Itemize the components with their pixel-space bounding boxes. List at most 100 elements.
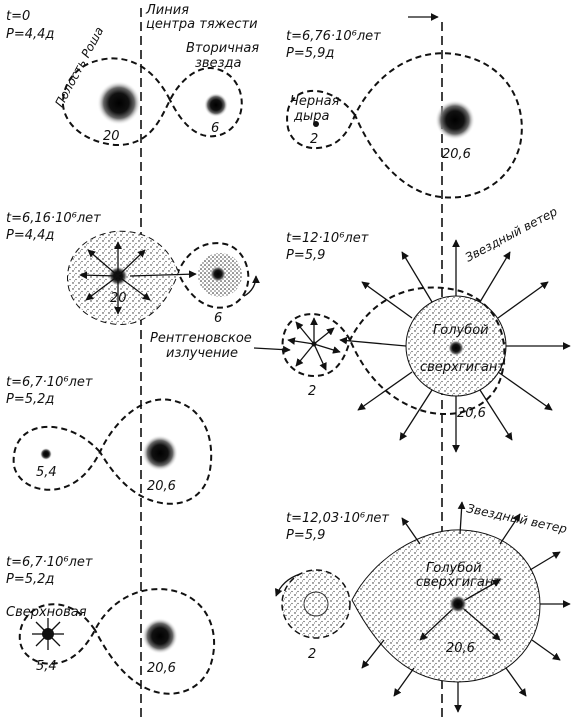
stage-4-mass-large: 20,6 — [147, 661, 176, 676]
stage-7-accretion-inner — [303, 591, 329, 617]
stage-6: t=12·10⁶лет P=5,9 — [150, 204, 571, 453]
stage-7-rotation-arrow — [274, 573, 301, 597]
stage-4-large-star — [142, 618, 178, 654]
wind-arrow — [505, 667, 527, 697]
stage-5-mass-bh: 2 — [310, 132, 318, 147]
stage-3-mass-small: 5,4 — [36, 465, 57, 480]
stage-2-period: P=4,4д — [6, 228, 54, 243]
stage-1-primary-star — [97, 81, 141, 125]
xray-arrow — [287, 337, 315, 345]
flow-arrow — [85, 275, 119, 301]
stage-6-mass-bh: 2 — [308, 384, 316, 399]
stage-7-mass-star: 20,6 — [446, 641, 475, 656]
wind-arrow — [499, 513, 521, 545]
stage-7-time: t=12,03·10⁶лет — [286, 511, 389, 526]
stage-6-time: t=12·10⁶лет — [286, 231, 369, 246]
stage-5-roche-lobe — [286, 52, 523, 199]
stage-7-supergiant-label-2: сверхгигант — [416, 575, 501, 590]
stage-1-mass-primary: 20 — [103, 129, 120, 144]
stage-2-outflow-arrows — [79, 241, 197, 315]
stage-2-mass-primary: 20 — [110, 291, 127, 306]
stage-4-period: P=5,2д — [6, 572, 54, 587]
stage-1-secondary-label-2: звезда — [195, 56, 241, 71]
stage-6-mass-star: 20,6 — [457, 406, 486, 421]
stage-4-supernova-label: Сверхновая — [6, 605, 87, 620]
stage-7-wind-arrows — [361, 501, 571, 713]
wind-arrow — [357, 371, 413, 411]
stage-6-roche-lobe — [281, 286, 506, 416]
wind-arrow — [479, 389, 513, 441]
stage-6-wind-label: Звездный ветер — [463, 204, 560, 265]
stage-5-black-hole — [313, 121, 319, 127]
stage-3-period: P=5,2д — [6, 392, 54, 407]
stage-5-bh-label-2: дыра — [293, 109, 330, 124]
stage-1-mass-secondary: 6 — [211, 121, 219, 136]
wind-arrow — [497, 371, 553, 411]
stage-7-accretion-disk — [281, 569, 351, 639]
stage-6-supergiant-label-2: сверхгигант — [420, 360, 505, 375]
stage-6-wind-arrows — [339, 239, 571, 453]
stage-2-time: t=6,16·10⁶лет — [6, 211, 101, 226]
wind-arrow — [497, 281, 549, 319]
stage-3-time: t=6,7·10⁶лет — [6, 375, 93, 390]
stage-6-xray-label-1: Рентгеновское — [150, 331, 252, 346]
wind-arrow — [457, 603, 501, 641]
stage-1-roche-lobe — [61, 57, 243, 147]
wind-arrow — [401, 251, 433, 303]
stage-3-roche-lobe — [12, 398, 213, 505]
stage-5-large-star — [435, 100, 475, 140]
stage-7-supergiant-label-1: Голубой — [426, 561, 482, 576]
flow-arrow — [79, 271, 119, 280]
wind-arrow — [457, 501, 466, 535]
stage-5-bh-label-1: Черная — [290, 94, 340, 109]
stage-1-secondary-label-1: Вторичная — [186, 41, 259, 56]
stage-6-supergiant-label-1: Голубой — [433, 323, 489, 338]
stage-2: t=6,16·10⁶лет P=4,4д 20 6 — [6, 211, 260, 326]
stage-4-roche-lobe — [18, 588, 216, 695]
stage-6-black-hole — [311, 341, 317, 347]
stage-6-core — [448, 340, 464, 356]
wind-arrow — [529, 551, 561, 571]
wind-arrow — [399, 389, 433, 441]
xray-arrow — [295, 343, 315, 367]
stage-3-large-star — [142, 435, 178, 471]
stage-4-supernova-icon — [32, 618, 64, 650]
flow-arrow — [117, 249, 146, 277]
stage-2-rotation-arrow — [243, 275, 260, 297]
wind-arrow — [361, 281, 413, 319]
xray-arrow — [313, 343, 327, 371]
stage-6-period: P=5,9 — [286, 248, 325, 263]
stage-4: t=6,7·10⁶лет P=5,2д Сверхновая 5,4 20,6 — [6, 555, 216, 695]
wind-arrow — [339, 336, 407, 347]
xray-arrow — [295, 321, 315, 345]
wind-arrow — [401, 517, 421, 545]
stage-5: t=6,76·10⁶лет P=5,9д Черная дыра 2 20,6 — [286, 29, 523, 199]
stage-7-period: P=5,9 — [286, 528, 325, 543]
stage-1-time: t=0 — [6, 9, 30, 24]
stage-7-core — [449, 595, 467, 613]
stage-7: t=12,03·10⁶лет P=5,9 Звездный ветер Голу… — [274, 501, 571, 713]
wind-arrow — [393, 667, 415, 697]
stage-3-small-star — [40, 448, 52, 460]
cm-label-line1: Линия — [145, 3, 189, 18]
stage-1-period: P=4,4д — [6, 27, 54, 42]
stage-4-mass-small: 5,4 — [36, 659, 57, 674]
stage-2-secondary-core — [210, 266, 226, 282]
stage-7-mass-bh: 2 — [308, 647, 316, 662]
stage-5-mass-star: 20,6 — [442, 147, 471, 162]
flow-arrow — [117, 275, 151, 301]
stage-3-mass-large: 20,6 — [147, 479, 176, 494]
mass-transfer-arrow — [129, 270, 197, 279]
cm-label-line2: центра тяжести — [146, 17, 258, 32]
wind-arrow — [531, 639, 561, 661]
stage-2-mass-secondary: 6 — [214, 311, 222, 326]
wind-arrow — [361, 639, 385, 669]
flow-arrow — [87, 249, 119, 277]
stage-6-xray-pointer — [253, 345, 291, 354]
xray-arrow — [313, 343, 341, 354]
stage-7-wind-label: Звездный ветер — [465, 501, 568, 536]
stage-3: t=6,7·10⁶лет P=5,2д 5,4 20,6 — [6, 375, 213, 505]
stage-5-time: t=6,76·10⁶лет — [286, 29, 381, 44]
stage-5-period: P=5,9д — [286, 46, 334, 61]
